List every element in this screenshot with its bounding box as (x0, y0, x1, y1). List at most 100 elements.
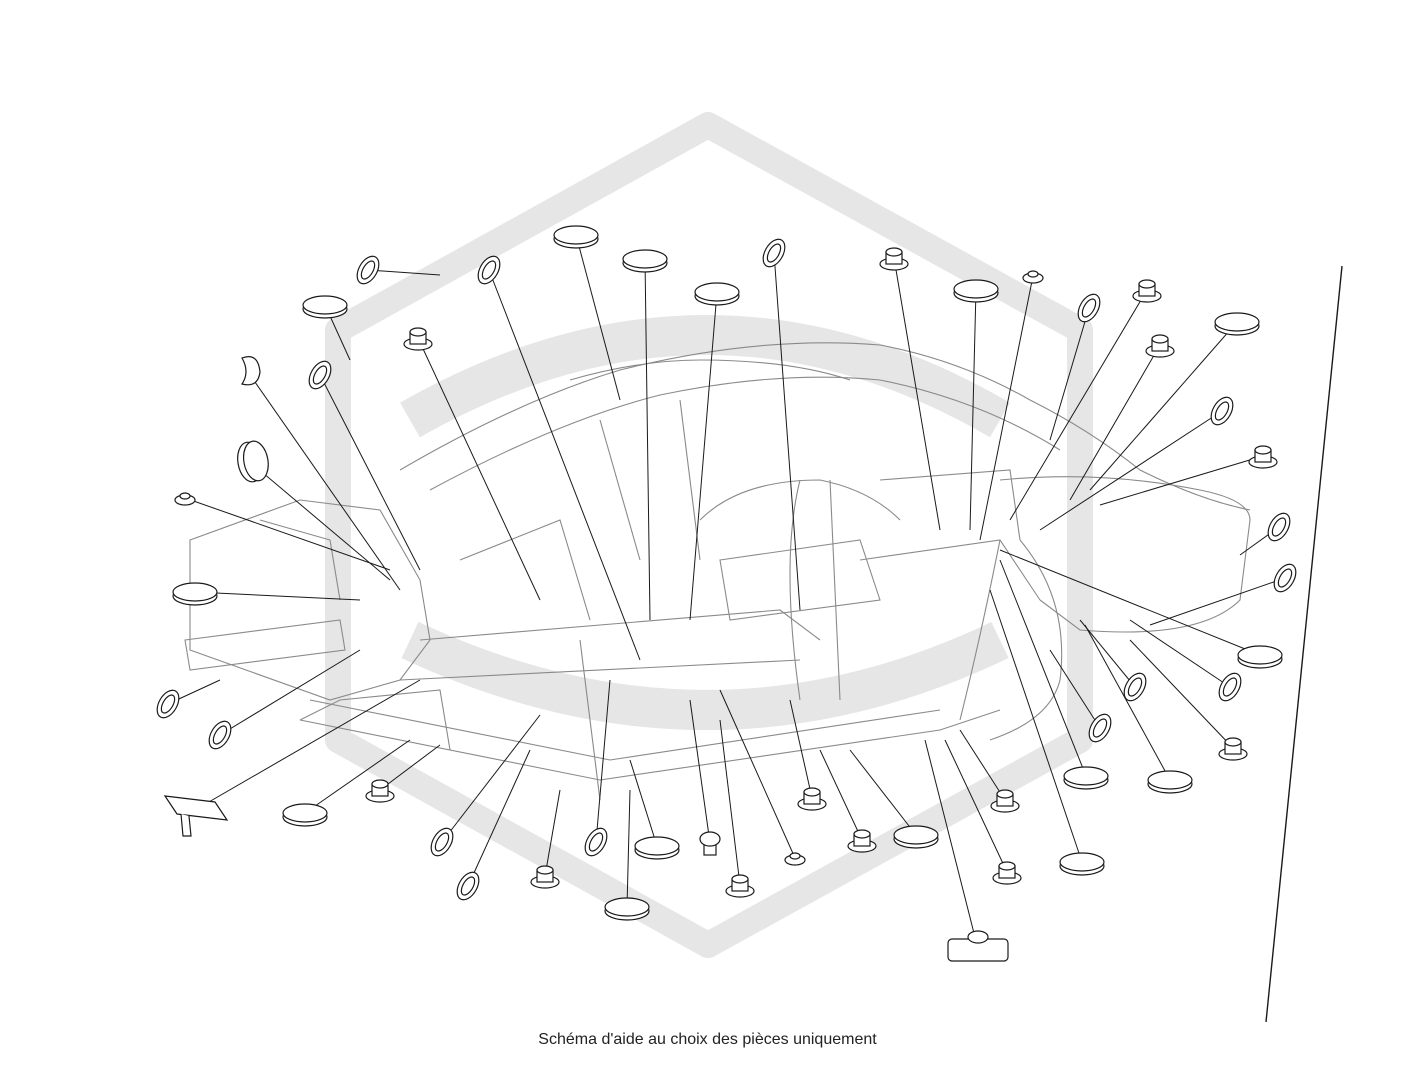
ring-part-icon (156, 689, 180, 719)
leader-line (488, 269, 641, 661)
ring-part-icon (1123, 672, 1147, 702)
leader-line (969, 288, 977, 531)
leader-line (999, 559, 1087, 777)
leader-line (689, 699, 711, 844)
ring-part-icon (477, 255, 501, 285)
small-part-icon (784, 852, 806, 866)
oval-part-icon (1147, 770, 1193, 794)
oval-part-icon (622, 249, 668, 273)
leader-line (689, 291, 718, 621)
leader-line (719, 689, 796, 859)
leader-line (819, 749, 863, 841)
oval-part-icon (1063, 766, 1109, 790)
grommet-part-icon (530, 865, 560, 889)
ring-part-icon (1218, 672, 1242, 702)
ring-part-icon (762, 238, 786, 268)
parts-group (156, 225, 1297, 962)
small-part-icon (174, 492, 196, 506)
grommet-part-icon (725, 874, 755, 898)
grommet-part-icon (990, 789, 1020, 813)
watermark-logo (325, 112, 1093, 958)
leader-line (1149, 577, 1286, 626)
oval-part-icon (1237, 645, 1283, 669)
grommet-part-icon (1248, 445, 1278, 469)
grommet-part-icon (1145, 334, 1175, 358)
leader-line (595, 679, 611, 843)
oval-part-icon (282, 803, 328, 827)
leader-line (979, 275, 1034, 541)
leader-line (249, 461, 391, 581)
leader-line (789, 699, 813, 799)
oval-part-icon (634, 836, 680, 860)
push-part-icon (699, 831, 721, 856)
leader-line (219, 649, 361, 736)
grommet-part-icon (797, 787, 827, 811)
oval-part-icon (302, 295, 348, 319)
oval-part-icon (604, 897, 650, 921)
leader-line (575, 234, 621, 401)
leader-line (441, 714, 541, 843)
leader-line (1079, 619, 1136, 688)
diagram-caption: Schéma d'aide au choix des pièces unique… (538, 1031, 877, 1048)
leader-line (773, 252, 801, 611)
bracket-part-icon (163, 795, 229, 837)
leader-lines (167, 234, 1286, 950)
leader-line (417, 337, 541, 601)
grommet-part-icon (1218, 737, 1248, 761)
leader-line (1049, 307, 1090, 441)
leader-line (849, 749, 917, 836)
leader-line (924, 739, 979, 950)
leader-line (379, 744, 441, 791)
ring-part-icon (1210, 396, 1234, 426)
grommet-part-icon (403, 327, 433, 351)
leader-line (944, 739, 1008, 873)
grommet-part-icon (992, 861, 1022, 885)
grommet-part-icon (879, 247, 909, 271)
leader-line (959, 729, 1006, 801)
leader-line (319, 374, 421, 571)
leader-line (629, 759, 658, 847)
ring-part-icon (1088, 713, 1112, 743)
leader-line (544, 789, 561, 877)
leader-line (1129, 619, 1231, 688)
leader-line (1129, 639, 1234, 749)
leader-line (367, 269, 441, 276)
leader-line (467, 749, 531, 887)
oval-part-icon (172, 582, 218, 606)
clip-part-icon (241, 356, 261, 386)
grommet-part-icon (847, 829, 877, 853)
ring-part-icon (308, 360, 332, 390)
leader-line (1039, 410, 1223, 531)
ring-part-icon (584, 827, 608, 857)
bracket2-part-icon (947, 930, 1009, 962)
ring-part-icon (1077, 293, 1101, 323)
oval-part-icon (893, 825, 939, 849)
leader-line (1084, 624, 1171, 781)
oval-part-icon (953, 279, 999, 303)
leader-line (194, 679, 421, 811)
leader-line (247, 371, 401, 591)
leader-line (1049, 649, 1101, 729)
leader-line (893, 257, 941, 531)
round-part-icon (237, 440, 269, 483)
leader-line (304, 739, 411, 814)
leader-line (1089, 321, 1238, 491)
oval-part-icon (694, 282, 740, 306)
leader-line (644, 258, 651, 621)
ring-part-icon (1267, 512, 1291, 542)
leader-line (184, 497, 391, 571)
frame-edge-line (1265, 265, 1343, 1023)
leader-line (989, 589, 1083, 863)
leader-line (719, 719, 741, 886)
ring-part-icon (208, 720, 232, 750)
leader-line (1009, 289, 1148, 521)
small-part-icon (1022, 270, 1044, 284)
leader-line (1069, 344, 1161, 501)
ring-part-icon (430, 827, 454, 857)
ring-part-icon (456, 871, 480, 901)
ring-part-icon (1273, 563, 1297, 593)
grommet-part-icon (1132, 279, 1162, 303)
leader-line (999, 549, 1261, 656)
